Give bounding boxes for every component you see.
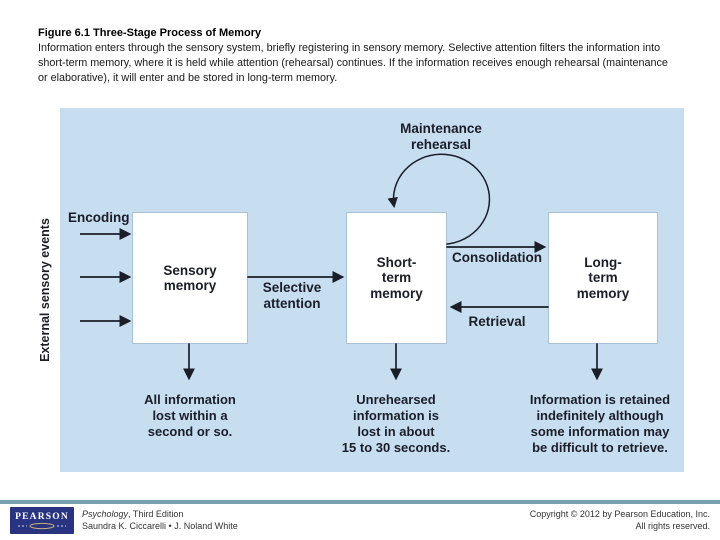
footer-divider bbox=[0, 500, 720, 504]
pearson-logo: PEARSON bbox=[10, 507, 74, 534]
maintenance-rehearsal-label: Maintenance rehearsal bbox=[400, 121, 482, 152]
book-title-line: Psychology, Third Edition bbox=[82, 509, 238, 521]
footer-copyright: Copyright © 2012 by Pearson Education, I… bbox=[530, 509, 710, 532]
short-term-memory-label: Short- term memory bbox=[370, 254, 423, 301]
book-authors: Saundra K. Ciccarelli • J. Noland White bbox=[82, 520, 238, 531]
footer-book-info: Psychology, Third Edition Saundra K. Cic… bbox=[82, 509, 238, 532]
pearson-swoosh-icon bbox=[18, 522, 66, 529]
short-term-memory-box: Short- term memory bbox=[347, 213, 446, 343]
selective-attention-label: Selective attention bbox=[262, 280, 322, 311]
long-term-retention-caption: Information is retained indefinitely alt… bbox=[529, 392, 671, 455]
figure-description: Information enters through the sensory s… bbox=[38, 42, 668, 84]
book-title-italic: Psychology bbox=[82, 509, 129, 519]
figure-title: Figure 6.1 Three-Stage Process of Memory bbox=[38, 27, 262, 39]
copyright-line-1: Copyright © 2012 by Pearson Education, I… bbox=[529, 509, 710, 519]
sensory-memory-box: Sensory memory bbox=[133, 213, 247, 343]
pearson-logo-text: PEARSON bbox=[15, 511, 69, 522]
long-term-memory-label: Long- term memory bbox=[576, 254, 630, 301]
sensory-memory-label: Sensory memory bbox=[163, 262, 217, 294]
consolidation-label: Consolidation bbox=[452, 250, 542, 265]
short-term-loss-caption: Unrehearsed information is lost in about… bbox=[341, 392, 451, 455]
sensory-loss-caption: All information lost within a second or … bbox=[144, 392, 236, 439]
book-title-rest: , Third Edition bbox=[128, 509, 184, 519]
long-term-memory-box: Long- term memory bbox=[549, 213, 657, 343]
external-sensory-events-label: External sensory events bbox=[38, 218, 52, 362]
retrieval-label: Retrieval bbox=[468, 314, 526, 329]
encoding-label: Encoding bbox=[68, 210, 130, 225]
copyright-line-2: All rights reserved. bbox=[635, 520, 710, 531]
